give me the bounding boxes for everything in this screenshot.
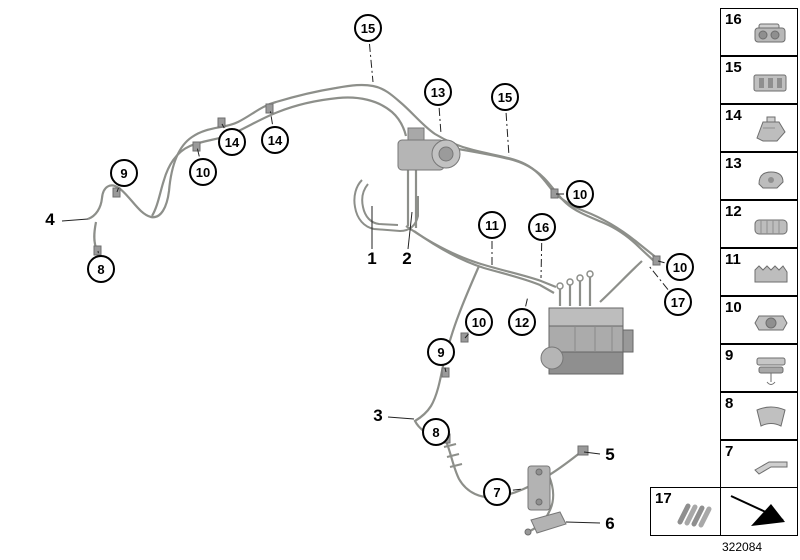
callout-14[interactable]: 14 — [218, 128, 246, 156]
part-icon-clamp — [754, 23, 786, 43]
callout-8[interactable]: 8 — [87, 255, 115, 283]
drawing-number: 322084 — [722, 540, 763, 554]
part-icon-toothed-bracket — [754, 265, 788, 283]
part-number-2: 2 — [402, 249, 412, 268]
legend-cell-12[interactable]: 12 — [720, 200, 798, 248]
callout-8[interactable]: 8 — [422, 418, 450, 446]
callout-9[interactable]: 9 — [427, 338, 455, 366]
callout-17[interactable]: 17 — [664, 288, 692, 316]
legend-cell-13[interactable]: 13 — [720, 152, 798, 200]
part-icon-grommet — [754, 219, 788, 235]
callout-16[interactable]: 16 — [528, 213, 556, 241]
legend-cell-17[interactable]: 17 — [650, 487, 721, 536]
callout-10[interactable]: 10 — [666, 253, 694, 281]
legend-cell-direction — [720, 487, 798, 536]
part-icon-curved-bracket — [756, 406, 786, 427]
legend-cell-8[interactable]: 8 — [720, 392, 798, 440]
legend-label: 11 — [725, 251, 741, 268]
callout-10[interactable]: 10 — [189, 158, 217, 186]
legend-label: 8 — [725, 395, 734, 412]
callout-9[interactable]: 9 — [110, 159, 138, 187]
part-number-1: 1 — [367, 249, 377, 268]
part-icon-flat-clip — [754, 461, 788, 475]
legend-label: 12 — [725, 203, 742, 220]
legend-label: 13 — [725, 155, 742, 172]
part-icon-plate-screw — [756, 357, 786, 385]
callout-14[interactable]: 14 — [261, 126, 289, 154]
part-number-4: 4 — [45, 210, 55, 229]
legend-cell-7[interactable]: 7 — [720, 440, 798, 488]
legend-label: 10 — [725, 299, 742, 316]
legend-cell-15[interactable]: 15 — [720, 56, 798, 104]
callout-13[interactable]: 13 — [424, 78, 452, 106]
legend-label: 15 — [725, 59, 742, 76]
callout-12[interactable]: 12 — [508, 308, 536, 336]
part-icon-clip-tab — [756, 116, 786, 142]
legend-label: 9 — [725, 347, 734, 364]
callout-10[interactable]: 10 — [465, 308, 493, 336]
legend-label: 7 — [725, 443, 734, 460]
callout-11[interactable]: 11 — [478, 211, 506, 239]
callout-7[interactable]: 7 — [483, 478, 511, 506]
callout-15[interactable]: 15 — [491, 83, 519, 111]
legend-label: 14 — [725, 107, 742, 124]
part-icon-union-fitting — [754, 315, 788, 331]
part-icon-clip — [758, 171, 784, 189]
legend-cell-11[interactable]: 11 — [720, 248, 798, 296]
part-number-5: 5 — [605, 445, 615, 464]
direction-arrow-icon — [730, 495, 785, 526]
legend-cell-10[interactable]: 10 — [720, 296, 798, 344]
part-number-6: 6 — [605, 514, 615, 533]
legend-cell-9[interactable]: 9 — [720, 344, 798, 392]
legend-label: 17 — [655, 490, 672, 507]
part-icon-ribbed-sleeve — [677, 503, 712, 528]
legend-cell-16[interactable]: 16 — [720, 8, 798, 56]
part-icon-holder-block — [753, 74, 787, 92]
part-number-3: 3 — [373, 406, 383, 425]
callout-10[interactable]: 10 — [566, 180, 594, 208]
legend-cell-14[interactable]: 14 — [720, 104, 798, 152]
legend-label: 16 — [725, 11, 742, 28]
callout-15[interactable]: 15 — [354, 14, 382, 42]
